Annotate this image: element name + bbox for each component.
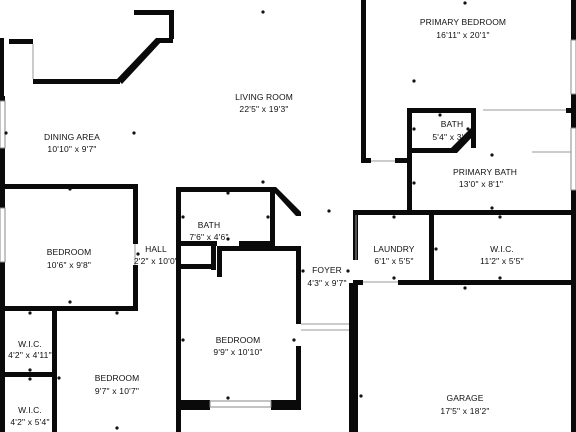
room-dimensions: 16'11" x 20'1" [436, 30, 490, 40]
dimension-markers [4, 1, 502, 430]
room-name: PRIMARY BEDROOM [420, 17, 506, 27]
room-bedroom-center: BEDROOM 9'9" x 10'10" [213, 335, 262, 357]
room-foyer: FOYER 4'3" x 9'7" [307, 265, 346, 288]
room-dimensions: 17'5" x 18'2" [440, 406, 489, 416]
room-name: GARAGE [447, 393, 484, 403]
room-name: PRIMARY BATH [453, 167, 517, 177]
room-dimensions: 6'1" x 5'5" [374, 256, 413, 266]
room-dimensions: 4'2" x 4'11" [8, 350, 52, 360]
room-wic-1: W.I.C. 4'2" x 4'11" [8, 339, 52, 360]
room-wic-primary: W.I.C. 11'2" x 5'5" [480, 244, 524, 266]
room-dimensions: 22'5" x 19'3" [239, 104, 288, 114]
room-name: W.I.C. [18, 405, 42, 415]
room-dimensions: 7'6" x 4'6" [189, 232, 228, 242]
room-bedroom-bottom: BEDROOM 9'7" x 10'7" [95, 373, 140, 396]
room-name: BEDROOM [216, 335, 261, 345]
room-name: HALL [145, 244, 167, 254]
room-name: BEDROOM [47, 247, 92, 257]
room-name: FOYER [312, 265, 342, 275]
room-bath: BATH 7'6" x 4'6" [189, 220, 228, 242]
room-name: W.I.C. [18, 339, 42, 349]
room-hall: HALL 2'2" x 10'0" [134, 244, 178, 266]
room-wic-2: W.I.C. 4'2" x 5'4" [10, 405, 49, 427]
windows [0, 39, 576, 408]
room-name: LAUNDRY [373, 244, 414, 254]
room-name: W.I.C. [490, 244, 514, 254]
room-name: DINING AREA [44, 132, 100, 142]
room-laundry: LAUNDRY 6'1" x 5'5" [373, 244, 414, 266]
room-bedroom-left: BEDROOM 10'6" x 9'8" [47, 247, 92, 270]
room-bath-primary: BATH 5'4" x 3'2" [432, 119, 471, 142]
room-name: BATH [441, 119, 463, 129]
room-name: LIVING ROOM [235, 92, 293, 102]
doors [32, 44, 571, 331]
room-name: BATH [198, 220, 220, 230]
room-living-room: LIVING ROOM 22'5" x 19'3" [235, 92, 293, 114]
room-dimensions: 2'2" x 10'0" [134, 256, 178, 266]
room-dimensions: 5'4" x 3'2" [432, 132, 471, 142]
room-dimensions: 4'3" x 9'7" [307, 278, 346, 288]
room-name: BEDROOM [95, 373, 140, 383]
room-dimensions: 9'7" x 10'7" [95, 386, 139, 396]
room-dimensions: 10'6" x 9'8" [47, 260, 91, 270]
room-dimensions: 10'10" x 9'7" [47, 144, 96, 154]
room-primary-bedroom: PRIMARY BEDROOM 16'11" x 20'1" [420, 17, 506, 40]
room-dimensions: 9'9" x 10'10" [213, 347, 262, 357]
room-dimensions: 4'2" x 5'4" [10, 417, 49, 427]
room-primary-bath: PRIMARY BATH 13'0" x 8'1" [453, 167, 517, 189]
room-dimensions: 11'2" x 5'5" [480, 256, 524, 266]
room-garage: GARAGE 17'5" x 18'2" [440, 393, 489, 416]
room-dining-area: DINING AREA 10'10" x 9'7" [44, 132, 100, 154]
room-dimensions: 13'0" x 8'1" [459, 179, 503, 189]
